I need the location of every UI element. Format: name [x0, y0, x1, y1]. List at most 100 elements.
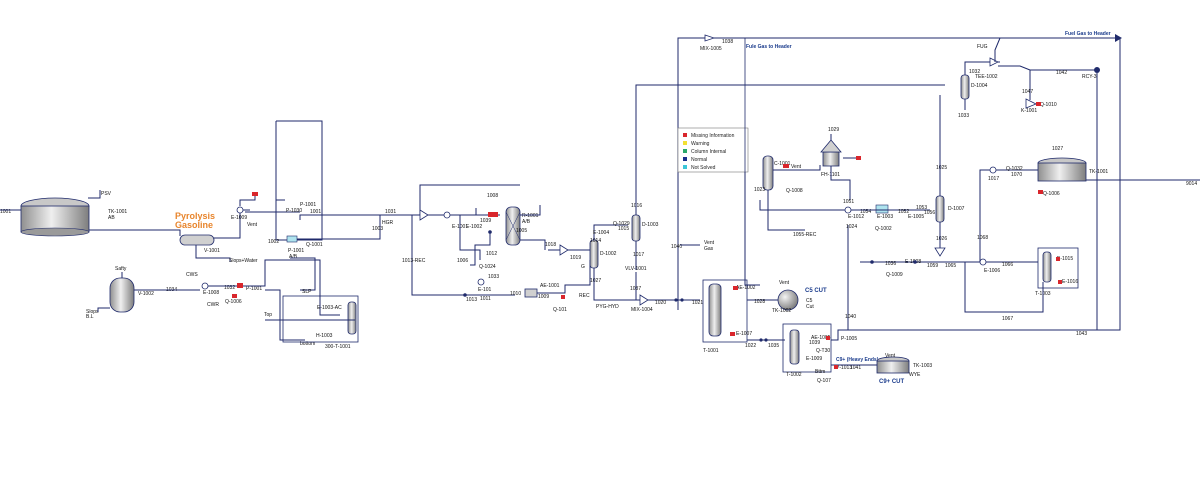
svg-text:Vent: Vent: [885, 353, 896, 359]
vessel-d1007[interactable]: [935, 195, 945, 223]
mixer-1019[interactable]: [559, 244, 569, 256]
svg-text:D-1004: D-1004: [971, 83, 988, 89]
v1001-separator[interactable]: [179, 234, 215, 246]
column-300-t1001[interactable]: [282, 295, 359, 343]
tank-tk1001[interactable]: [20, 197, 90, 237]
tk1003-label: TK-1003: [913, 363, 932, 369]
svg-text:P-1001: P-1001: [246, 286, 262, 292]
svg-text:CWS: CWS: [186, 272, 198, 278]
tee1002[interactable]: [989, 57, 999, 67]
tank-tk1002[interactable]: [777, 289, 799, 311]
vessel-d1003[interactable]: [631, 214, 641, 242]
svg-text:1053: 1053: [916, 205, 927, 211]
svg-text:1027: 1027: [590, 278, 601, 284]
svg-text:1056: 1056: [924, 210, 935, 216]
column-t1003[interactable]: [1037, 247, 1079, 289]
svg-text:E-1012: E-1012: [848, 214, 864, 220]
legend-item-0: Missing Information: [691, 133, 735, 139]
svg-text:D-1007: D-1007: [948, 206, 965, 212]
svg-text:E-1003: E-1003: [877, 214, 893, 220]
svg-text:E-1015: E-1015: [1057, 256, 1073, 262]
e1003[interactable]: [875, 204, 889, 214]
vessel-d1002[interactable]: [589, 239, 599, 269]
mix1005-icon[interactable]: [704, 34, 716, 42]
legend: Missing Information Warning Column Inter…: [677, 127, 749, 173]
svg-text:300-T-1001: 300-T-1001: [325, 344, 351, 350]
svg-text:E-1003-AC: E-1003-AC: [317, 305, 342, 311]
svg-text:1005: 1005: [516, 228, 527, 234]
svg-text:1013: 1013: [466, 297, 477, 303]
svg-text:1055-REC: 1055-REC: [793, 232, 817, 238]
svg-text:E-1016: E-1016: [1062, 279, 1078, 285]
svg-text:E-1008: E-1008: [905, 259, 921, 265]
column-t1002[interactable]: [782, 323, 832, 373]
mixer-1026[interactable]: [934, 247, 946, 257]
svg-text:1059: 1059: [927, 263, 938, 269]
svg-text:1040: 1040: [671, 244, 682, 250]
svg-text:1025: 1025: [936, 165, 947, 171]
fh1101-heater[interactable]: [820, 139, 842, 167]
svg-text:A/B: A/B: [289, 254, 298, 260]
svg-text:1021: 1021: [692, 300, 703, 306]
svg-text:1042: 1042: [1056, 70, 1067, 76]
svg-text:TEE-1002: TEE-1002: [975, 74, 998, 80]
svg-text:1018: 1018: [545, 242, 556, 248]
svg-text:1015: 1015: [618, 226, 629, 232]
svg-text:D-1002: D-1002: [600, 251, 617, 257]
svg-text:1001: 1001: [310, 209, 321, 215]
c5-cut-label: C5 CUT: [805, 288, 827, 294]
tk1001-ab: AB: [108, 215, 115, 221]
svg-text:HGR: HGR: [382, 220, 394, 226]
svg-text:P-1001: P-1001: [300, 202, 316, 208]
svg-text:1020: 1020: [655, 300, 666, 306]
reactor-r1001[interactable]: [505, 206, 521, 246]
svg-text:1003: 1003: [372, 226, 383, 232]
e1012[interactable]: [844, 206, 852, 214]
svg-text:1009: 1009: [538, 294, 549, 300]
svg-text:RCY-3: RCY-3: [1082, 74, 1097, 80]
column-c1001[interactable]: [762, 155, 774, 191]
svg-text:E-1005: E-1005: [908, 214, 924, 220]
svg-text:Slops: Slops: [86, 309, 99, 315]
mixer-left[interactable]: [419, 209, 429, 221]
svg-text:E-1004: E-1004: [593, 230, 609, 236]
tank-v1002[interactable]: [109, 277, 135, 313]
column-t1001[interactable]: [702, 279, 748, 343]
svg-text:1017: 1017: [633, 252, 644, 258]
svg-text:Q-1010: Q-1010: [1040, 102, 1057, 108]
e101[interactable]: [477, 278, 485, 286]
svg-text:1024: 1024: [846, 224, 857, 230]
mix1004[interactable]: [639, 294, 649, 306]
svg-text:A/B: A/B: [522, 219, 531, 225]
ae1001[interactable]: [524, 288, 538, 298]
svg-text:E-1008: E-1008: [203, 290, 219, 296]
e1008-exchanger[interactable]: [201, 282, 209, 290]
svg-text:R-1001: R-1001: [522, 213, 539, 219]
svg-text:bottom: bottom: [300, 341, 315, 347]
tk1001-label: TK-1001: [108, 209, 127, 215]
svg-text:Q-107: Q-107: [817, 378, 831, 384]
svg-text:1029: 1029: [828, 127, 839, 133]
tank-tk1003[interactable]: [876, 356, 910, 374]
svg-text:P-1013: P-1013: [836, 365, 852, 371]
rcy3[interactable]: [1094, 67, 1100, 73]
e1009[interactable]: [236, 206, 244, 214]
legend-item-3: Normal: [691, 157, 707, 163]
svg-text:FUG: FUG: [977, 44, 988, 50]
svg-text:H-1003: H-1003: [316, 333, 333, 339]
svg-text:Top: Top: [264, 312, 272, 318]
svg-text:AE-1005: AE-1005: [811, 335, 831, 341]
tank-tk1004[interactable]: [1037, 157, 1087, 182]
svg-text:Q-1024: Q-1024: [479, 264, 496, 270]
svg-text:1016: 1016: [631, 203, 642, 209]
svg-text:E-1009: E-1009: [231, 215, 247, 221]
k1001-compressor[interactable]: [1025, 98, 1037, 109]
c9-cut-label: C9+ CUT: [879, 379, 905, 385]
e1001[interactable]: [443, 211, 451, 219]
vessel-d1004[interactable]: [960, 74, 970, 100]
svg-text:E-1006: E-1006: [984, 268, 1000, 274]
e1006[interactable]: [979, 258, 987, 266]
svg-text:E-1009: E-1009: [806, 356, 822, 362]
svg-text:1032: 1032: [969, 69, 980, 75]
e1017[interactable]: [989, 166, 997, 174]
